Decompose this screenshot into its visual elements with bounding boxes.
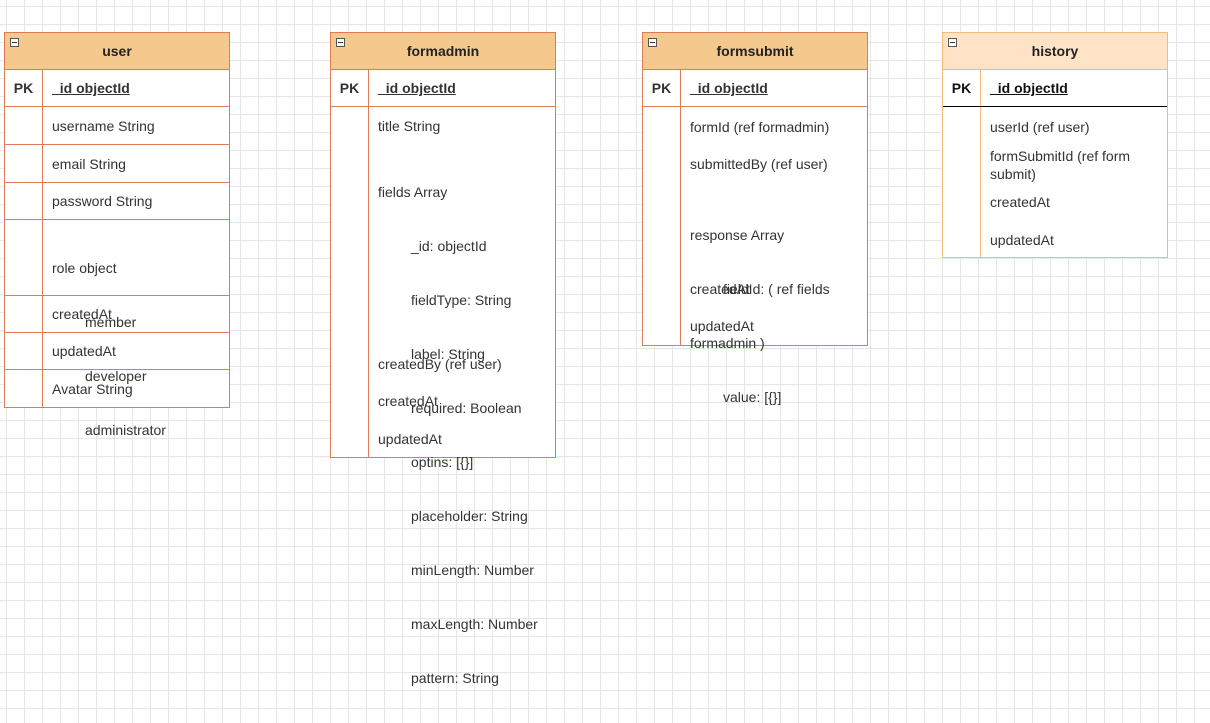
field-subtext: fieldId: ( ref fields [723,281,830,297]
field-text: createdAt [690,281,750,297]
field-text: createdBy (ref user) [378,356,502,372]
field-text: username String [52,117,155,134]
column-divider [980,70,981,257]
field-text: userId (ref user) [990,119,1090,135]
field-row[interactable]: userId (ref user) [981,109,1167,145]
column-divider [42,70,43,407]
field-text-group: response Array fieldId: ( ref fields for… [690,190,861,442]
field-row[interactable]: fields Array _id: objectId fieldType: St… [369,147,555,686]
field-text: response Array [690,227,785,243]
field-row[interactable]: createdAt [981,184,1167,220]
field-row[interactable]: password String [4,183,229,220]
field-subtext: label: String [411,346,485,362]
pk-label: PK [651,80,672,96]
field-row[interactable]: updatedAt [681,308,867,344]
field-subtext: pattern: String [411,670,499,686]
field-row[interactable]: createdBy (ref user) [369,346,555,382]
entity-formsubmit[interactable]: formsubmit PK _id objectId formId (ref f… [642,32,868,405]
field-row[interactable]: updatedAt [4,333,229,370]
field-text: updatedAt [52,343,116,359]
field-subtext: value: [{}] [723,389,782,405]
column-divider [368,70,369,457]
field-row[interactable]: role object member developer administrat… [4,220,229,438]
field-text: createdAt [990,194,1050,210]
field-text: updatedAt [690,318,754,334]
field-text: formSubmitId (ref form submit) [990,148,1131,182]
entity-title: formadmin [406,43,480,59]
field-text: email String [52,155,126,172]
field-subtext: maxLength: Number [411,616,538,632]
pk-label: PK [339,80,360,96]
entity-header[interactable]: formsubmit [643,33,867,70]
pk-row[interactable]: PK _id objectId [331,70,555,107]
pk-field: _id objectId [690,80,768,96]
field-row[interactable]: createdAt [681,271,867,307]
field-row[interactable]: title String [369,107,555,145]
field-text: password String [52,193,153,209]
field-row[interactable]: createdAt [4,296,229,333]
field-row[interactable]: response Array fieldId: ( ref fields for… [681,190,867,405]
field-row[interactable]: email String [4,145,229,183]
field-subtext: minLength: Number [411,562,534,578]
pk-field: _id objectId [378,80,456,96]
entity-title: formsubmit [716,43,794,59]
entity-user[interactable]: user PK _id objectId username String ema… [4,32,230,438]
field-subtext: placeholder: String [411,508,528,524]
field-text: submittedBy (ref user) [690,156,828,172]
field-row[interactable]: Avatar String [4,370,229,407]
field-text: fields Array [378,184,448,200]
entity-history[interactable]: history PK _id objectId userId (ref user… [942,32,1168,258]
entity-formadmin[interactable]: formadmin PK _id objectId title String f… [330,32,556,686]
pk-row[interactable]: PK _id objectId [643,70,867,107]
collapse-icon[interactable] [10,38,19,47]
field-row[interactable]: createdAt [369,383,555,419]
column-divider [680,70,681,345]
collapse-icon[interactable] [336,38,345,47]
pk-row[interactable]: PK _id objectId [943,70,1167,107]
field-subtext: administrator [85,422,166,438]
field-text: title String [378,118,441,134]
field-subtext: _id: objectId [411,238,487,254]
field-row[interactable]: updatedAt [981,222,1167,258]
field-subtext: required: Boolean [411,400,522,416]
field-text: updatedAt [378,431,442,447]
field-text: createdAt [52,306,112,322]
field-subtext: member [85,314,137,330]
entity-title: user [102,43,132,59]
field-text: formadmin ) [690,335,765,351]
field-subtext: developer [85,368,147,384]
field-row[interactable]: submittedBy (ref user) [681,146,867,182]
pk-row[interactable]: PK _id objectId [5,70,229,107]
field-row[interactable]: username String [4,107,229,145]
field-text: Avatar String [52,380,133,397]
field-subtext: fieldType: String [411,292,512,308]
field-text: role object [52,260,117,276]
field-row[interactable]: updatedAt [369,421,555,457]
collapse-icon[interactable] [648,38,657,47]
entity-title: history [1031,43,1079,59]
field-text-group: role object member developer administrat… [52,223,223,475]
field-text: updatedAt [990,232,1054,248]
pk-label: PK [951,80,972,96]
field-row[interactable]: formSubmitId (ref form submit) [981,147,1167,185]
collapse-icon[interactable] [948,38,957,47]
field-row[interactable]: formId (ref formadmin) [681,109,867,145]
entity-header[interactable]: history [943,33,1167,70]
field-subtext: optins: [{}] [411,454,474,470]
field-text: formId (ref formadmin) [690,119,830,135]
pk-field: _id objectId [990,80,1068,96]
pk-field: _id objectId [52,80,130,96]
field-text: createdAt [378,393,438,409]
pk-label: PK [13,80,34,96]
entity-header[interactable]: formadmin [331,33,555,70]
entity-header[interactable]: user [5,33,229,70]
